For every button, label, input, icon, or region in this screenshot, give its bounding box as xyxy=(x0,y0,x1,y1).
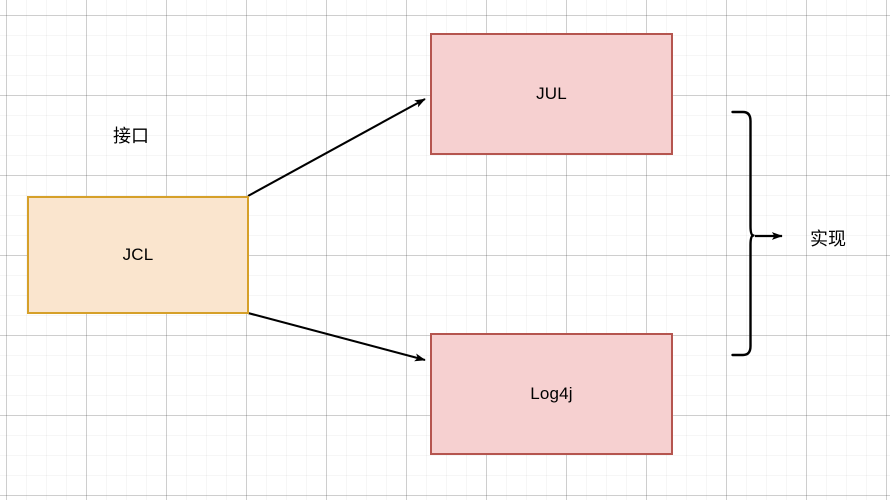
node-jcl-label: JCL xyxy=(122,245,154,264)
node-jcl[interactable]: JCL xyxy=(27,196,249,314)
node-log4j-label: Log4j xyxy=(530,384,573,403)
node-log4j[interactable]: Log4j xyxy=(430,333,673,455)
node-jul[interactable]: JUL xyxy=(430,33,673,155)
curly-brace-implementations xyxy=(731,110,755,357)
connector-jcl-to-jul xyxy=(247,98,426,197)
connector-jcl-to-log4j xyxy=(247,311,426,362)
implementation-annotation-label: 实现 xyxy=(810,229,846,249)
node-jul-label: JUL xyxy=(536,84,567,103)
interface-annotation-label: 接口 xyxy=(113,126,149,146)
